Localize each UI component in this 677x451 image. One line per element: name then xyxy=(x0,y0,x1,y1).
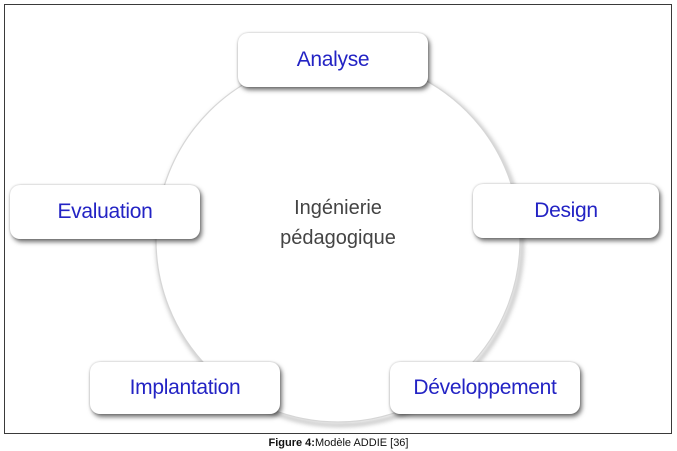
stage-developpement[interactable]: Développement xyxy=(390,362,580,414)
stage-design-label: Design xyxy=(534,199,598,222)
figure-caption-label: Figure 4: xyxy=(268,437,315,449)
stage-design[interactable]: Design xyxy=(473,184,659,238)
center-label-line1: Ingénierie xyxy=(294,197,382,219)
stage-implantation-label: Implantation xyxy=(129,376,241,399)
figure-caption-text: Modèle ADDIE [36] xyxy=(314,437,409,449)
center-label-line2: pédagogique xyxy=(280,227,396,249)
stage-analyse-label: Analyse xyxy=(296,48,370,71)
stage-analyse[interactable]: Analyse xyxy=(238,33,428,87)
figure-caption: Figure 4:Modèle ADDIE [36] xyxy=(0,437,677,449)
center-label: Ingénierie pédagogique xyxy=(258,193,418,253)
stage-developpement-label: Développement xyxy=(413,376,557,399)
stage-implantation[interactable]: Implantation xyxy=(90,362,280,414)
stage-evaluation-label: Evaluation xyxy=(57,200,153,223)
stage-evaluation[interactable]: Evaluation xyxy=(10,185,200,239)
